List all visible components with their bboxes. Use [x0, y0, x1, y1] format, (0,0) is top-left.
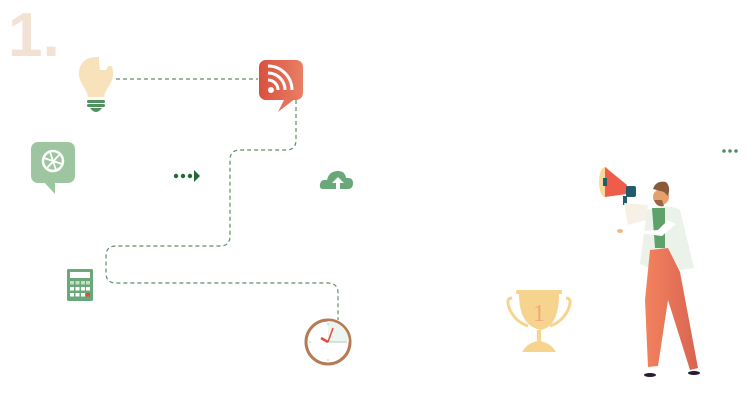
lightbulb-puzzle-icon — [78, 55, 119, 112]
person-with-megaphone — [599, 167, 700, 377]
arrow-dots-icon — [173, 170, 200, 182]
cloud-upload-icon — [319, 171, 353, 189]
globe-bubble-icon — [31, 142, 75, 194]
trophy-icon: 1 — [506, 290, 572, 352]
more-dots-icon[interactable] — [722, 149, 738, 153]
calculator-icon — [67, 269, 93, 301]
dashed-path — [105, 78, 339, 320]
clock-icon — [304, 318, 352, 366]
step-number: 1. — [8, 1, 60, 70]
trophy-number: 1 — [533, 301, 545, 327]
rss-bubble-icon — [259, 60, 303, 112]
megaphone-icon — [599, 167, 636, 205]
